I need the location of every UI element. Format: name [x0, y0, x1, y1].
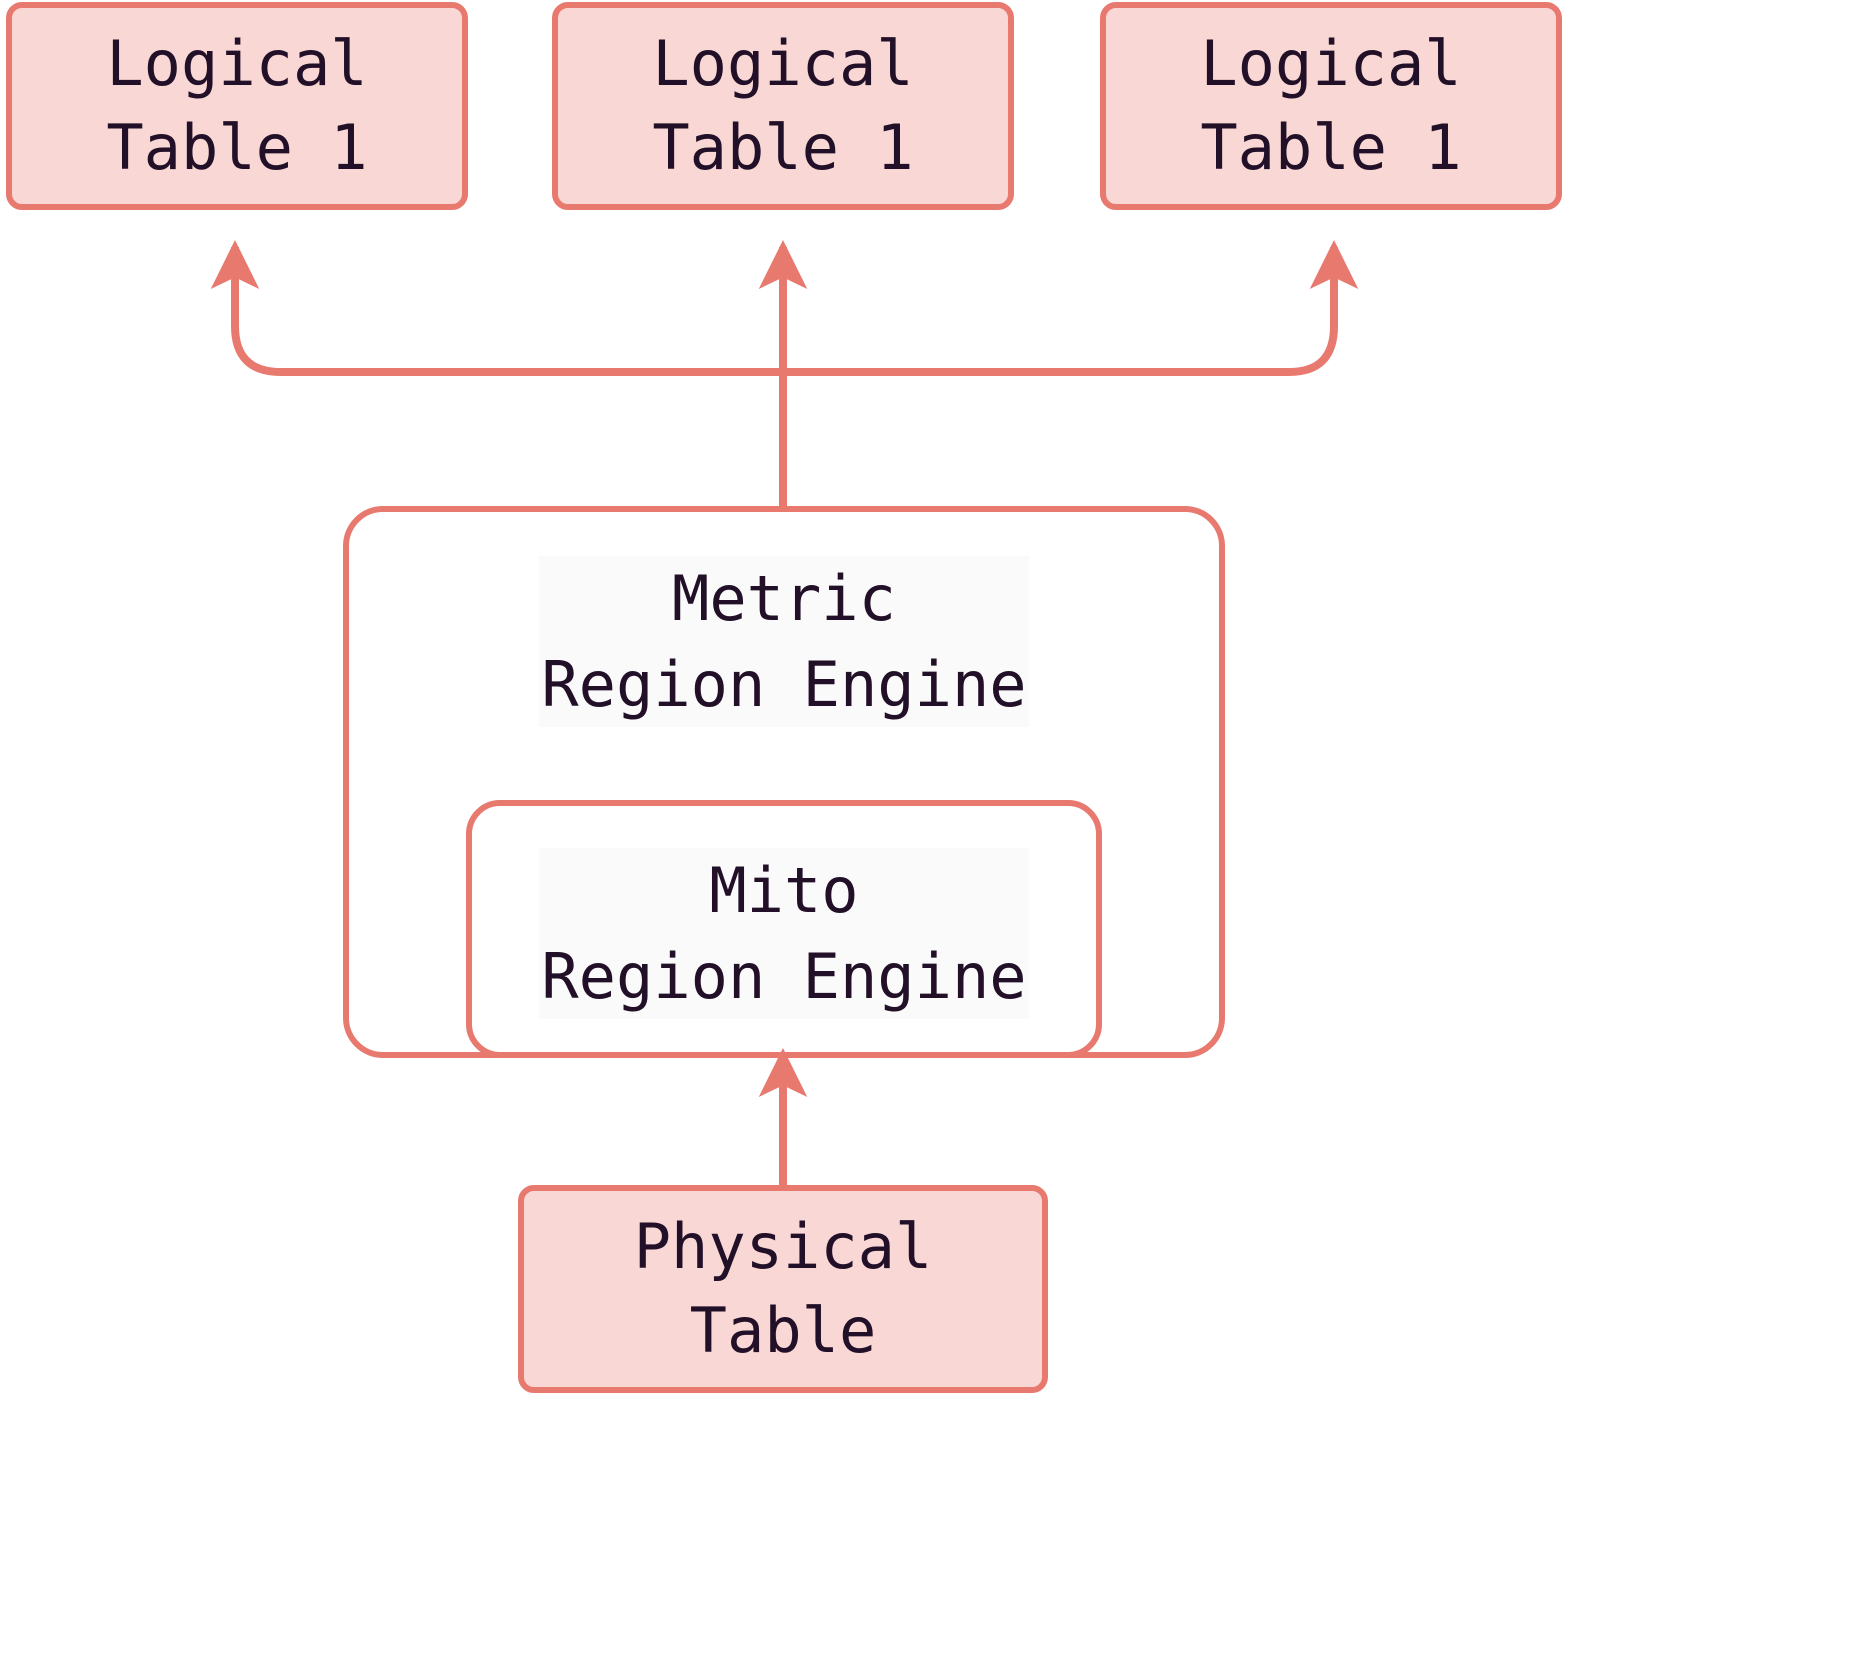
logical-table-2-node[interactable]: Logical Table 1: [552, 2, 1014, 210]
metric-region-engine-label-text: Metric Region Engine: [539, 556, 1029, 728]
mito-region-engine-label: Mito Region Engine: [466, 848, 1102, 1020]
logical-table-3-node[interactable]: Logical Table 1: [1100, 2, 1562, 210]
edge-bus-right: [783, 239, 1359, 376]
mito-region-engine-label-text: Mito Region Engine: [539, 848, 1029, 1020]
edge-bus-left: [210, 239, 783, 376]
metric-region-engine-label: Metric Region Engine: [343, 556, 1225, 728]
physical-table-node[interactable]: Physical Table: [518, 1185, 1048, 1393]
logical-table-1-node[interactable]: Logical Table 1: [6, 2, 468, 210]
